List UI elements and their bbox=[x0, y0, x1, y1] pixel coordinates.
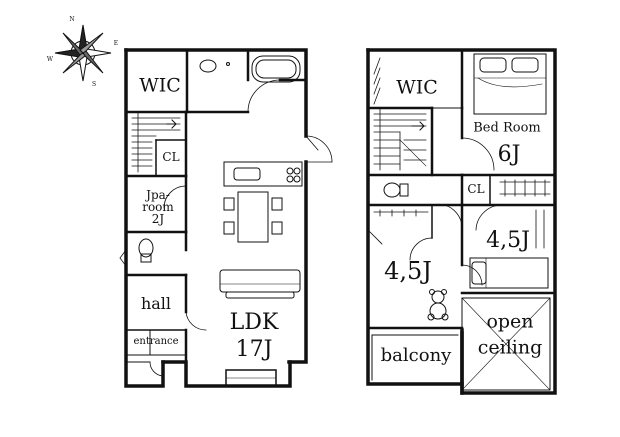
floor-1-wic-label: WIC bbox=[139, 74, 181, 97]
floor-1-fixtures bbox=[138, 55, 303, 387]
entrance-label: entrance bbox=[133, 336, 179, 347]
bedroom-label: Bed Room bbox=[473, 120, 541, 136]
bedroom-size: 6J bbox=[497, 142, 521, 167]
room-b-size: 4,5J bbox=[486, 228, 530, 253]
balcony-label: balcony bbox=[380, 345, 452, 366]
compass-south-label: S bbox=[91, 81, 97, 88]
japanese-room-label-line-2: room bbox=[142, 200, 174, 214]
open-ceiling-label-line-1: open bbox=[486, 310, 534, 333]
compass-west-label: W bbox=[46, 56, 54, 63]
hall-label: hall bbox=[140, 294, 172, 313]
compass-north-label: N bbox=[69, 16, 75, 23]
floor-1-staircase bbox=[131, 111, 181, 173]
japanese-room-label-line-1: Jpa- bbox=[146, 188, 170, 202]
japanese-room-size: 2J bbox=[151, 212, 165, 226]
ldk-size: 17J bbox=[235, 337, 273, 362]
floor-2-staircase bbox=[373, 107, 427, 171]
open-ceiling-label-line-2: ceiling bbox=[477, 336, 543, 359]
floor-2-closet-label: CL bbox=[467, 182, 485, 196]
ldk-label: LDK bbox=[229, 310, 279, 335]
floor-1-closet-label: CL bbox=[162, 150, 180, 164]
floor-2-wic-label: WIC bbox=[396, 76, 438, 99]
floor-2-closets-doors bbox=[367, 57, 551, 286]
floor-2-fixtures bbox=[383, 53, 551, 391]
compass-east-label: E bbox=[113, 40, 119, 47]
floor-1-doors bbox=[119, 135, 333, 377]
room-a-size: 4,5J bbox=[384, 257, 432, 285]
compass-rose-icon bbox=[54, 24, 112, 82]
floor-1-walls bbox=[124, 48, 308, 388]
